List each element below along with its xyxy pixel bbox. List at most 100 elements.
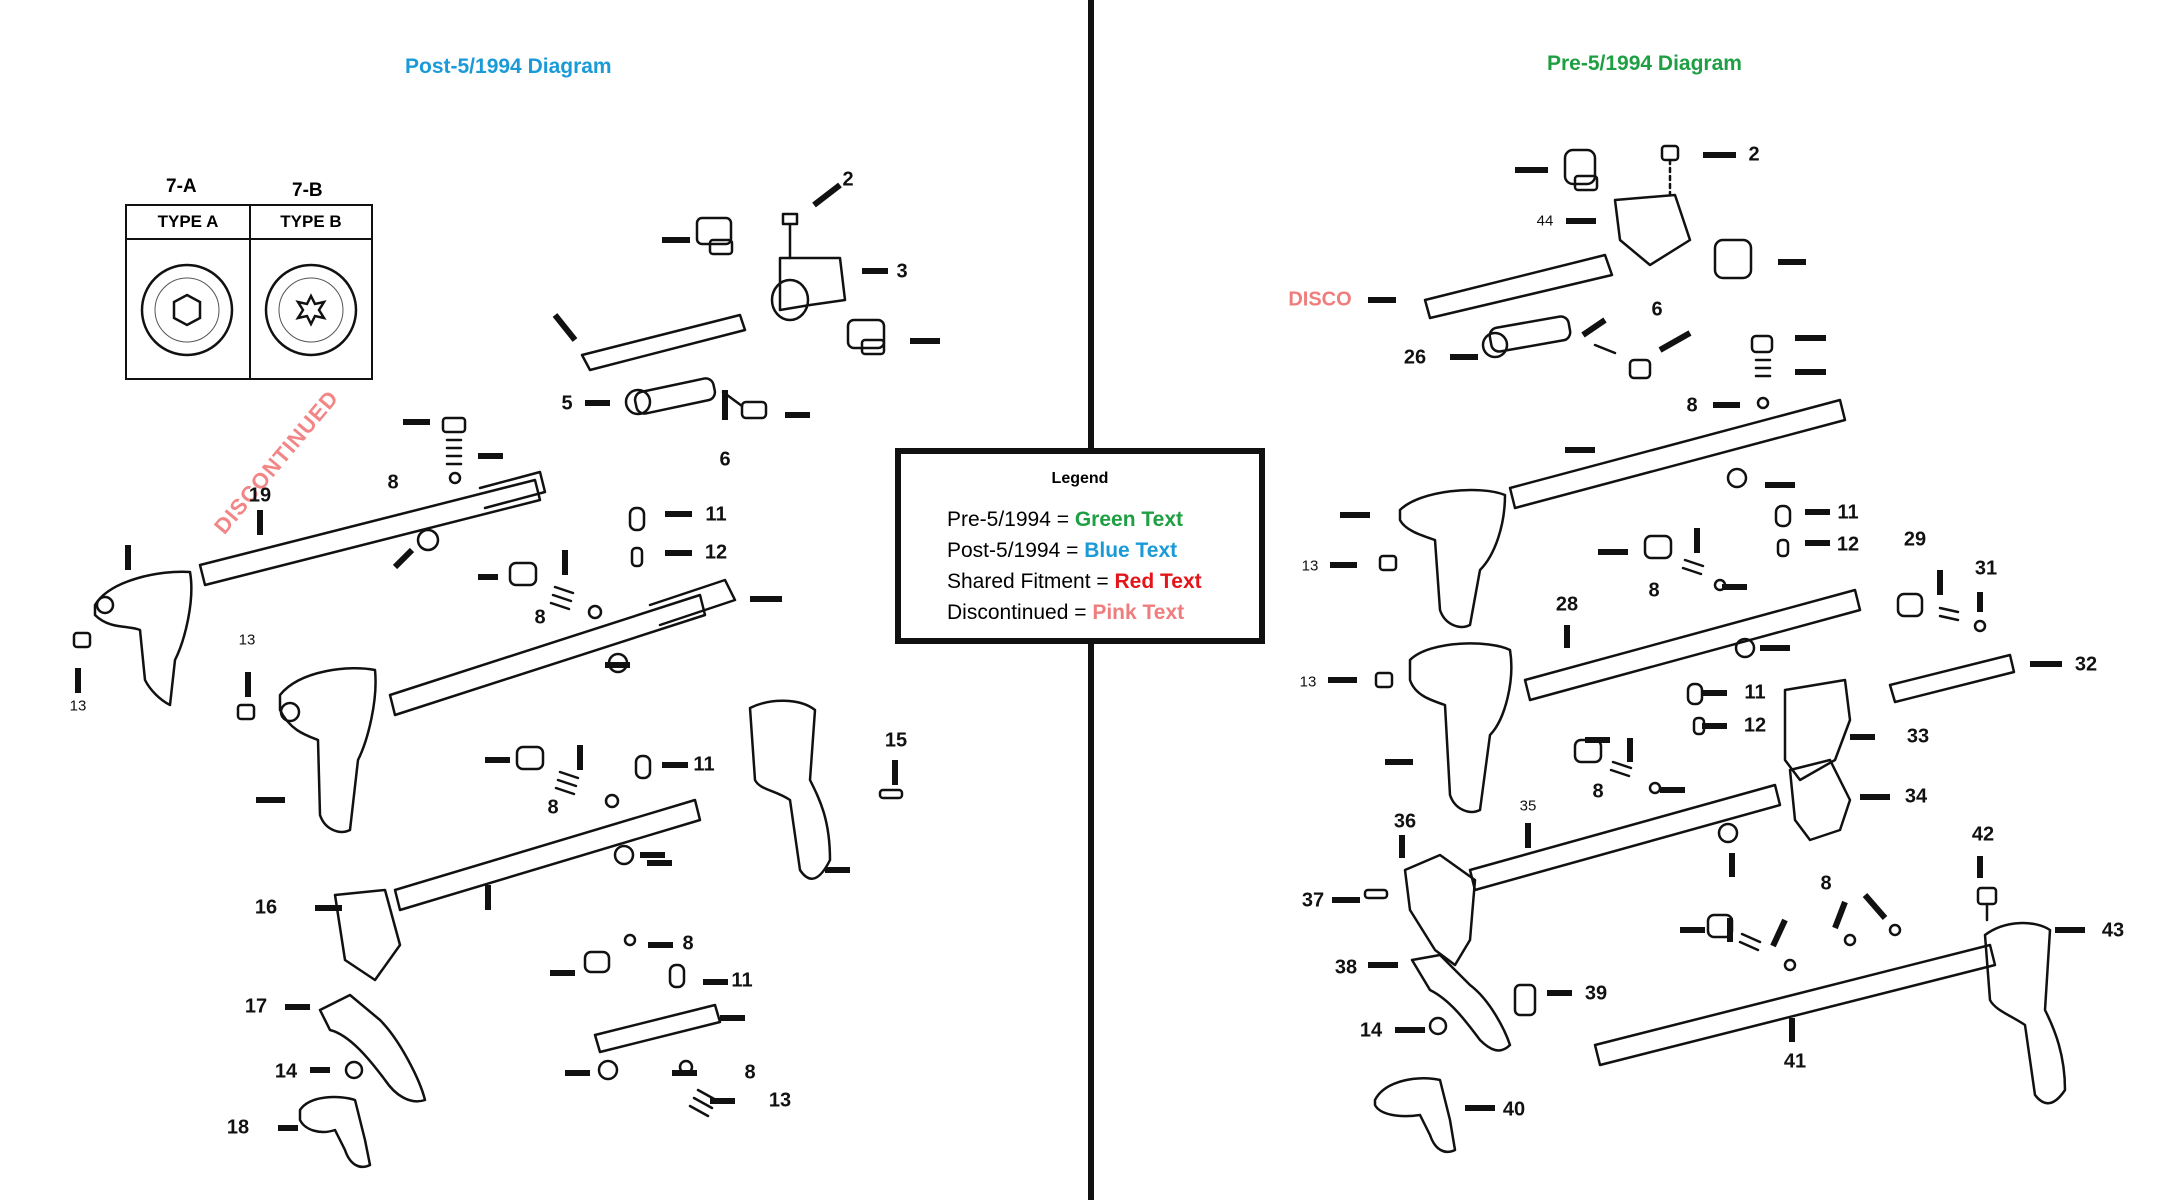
bolt-13 [236,703,256,721]
shift-lever-18 [298,1095,372,1169]
pin-15 [878,788,904,800]
callout-right-34: 34 [1904,785,1928,808]
shift-shaft [1423,253,1614,320]
legend-row-pre-prefix: Pre-5/1994 = [947,508,1075,531]
pin-11 [628,506,646,532]
callout-right-26: 26 [1403,346,1427,369]
pin-39 [1513,983,1537,1017]
shift-block-16 [333,888,402,982]
ball [623,933,637,947]
pin-11 [668,963,686,989]
callout-right-2: 2 [1748,143,1760,166]
shift-shaft [393,798,702,912]
ball [1843,933,1857,947]
ring [1726,467,1748,489]
hex-plug-icon [140,263,234,357]
shaft-32 [1888,653,2016,704]
legend-row-shared-prefix: Shared Fitment = [947,570,1115,593]
callout-left-13a: 13 [238,631,256,649]
shift-fork [1398,488,1507,629]
callout-right-31: 31 [1974,557,1998,580]
callout-right-42: 42 [1971,823,1995,846]
pin-11 [1774,504,1792,528]
bolt-13 [1378,554,1398,572]
shift-lever-38 [1410,953,1512,1052]
callout-right-36: 36 [1393,810,1417,833]
callout-left-19: 19 [248,484,272,507]
ring [344,1060,364,1080]
shift-shaft [580,313,747,372]
callout-left-12: 12 [704,541,728,564]
pin-37 [1363,888,1389,900]
bolt-part [1628,358,1652,380]
spring-part [1593,343,1617,355]
legend-row-pre: Pre-5/1994 = Green Text [947,508,1183,532]
plug-part [583,950,611,974]
callout-left-14: 14 [274,1060,298,1083]
legend-row-post-prefix: Post-5/1994 = [947,539,1085,562]
plug-part [508,561,538,587]
shift-shaft-short [593,1003,722,1054]
callout-right-39: 39 [1584,982,1608,1005]
block-34 [1788,758,1852,842]
legend-box: Legend Pre-5/1994 = Green Text Post-5/19… [895,448,1265,644]
callout-right-32: 32 [2074,653,2098,676]
ball [604,793,620,809]
ring [597,1059,619,1081]
plug-part [695,216,734,256]
spring-part [549,585,575,611]
bolt-13 [72,631,92,649]
callout-right-8d: 8 [1820,872,1832,895]
type-a-cell: TYPE A [127,206,251,378]
block-36 [1403,853,1477,967]
legend-row-shared-value: Red Text [1114,570,1202,593]
shift-shaft [1508,398,1847,510]
callout-left-3: 3 [896,260,908,283]
plug-part [846,318,886,356]
block-44 [1613,193,1692,267]
callout-right-13b: 13 [1299,673,1317,691]
type-b-code: 7-B [292,180,323,201]
callout-right-33: 33 [1906,725,1930,748]
shift-fork [93,570,193,707]
pin-12 [630,546,644,568]
callout-left-15: 15 [884,729,908,752]
callout-left-13b: 13 [69,697,87,715]
type-a-header: TYPE A [127,206,249,240]
shift-fork [278,667,377,834]
shift-fork [1408,642,1513,814]
callout-right-8c: 8 [1592,780,1604,803]
callout-right-8b: 8 [1648,579,1660,602]
ball [1783,958,1797,972]
callout-right-43: 43 [2101,919,2125,942]
shaft-26 [1481,315,1572,359]
type-b-header: TYPE B [251,206,371,240]
callout-right-12b: 12 [1743,714,1767,737]
post-diagram-title: Post-5/1994 Diagram [405,55,612,78]
pin-11 [634,754,652,780]
shift-shaft-28 [1523,588,1862,702]
ball [587,604,603,620]
callout-left-13c: 13 [768,1089,792,1112]
plug-part [1643,534,1673,560]
spring-part [1938,606,1960,622]
ring [1428,1016,1448,1036]
shift-lever-17 [318,993,427,1103]
spring-part [1738,932,1762,952]
spring-part [1609,760,1633,778]
legend-row-discontinued-value: Pink Text [1092,601,1185,624]
ring [1734,637,1756,659]
type-table: TYPE A TYPE B DISCONTINUED [125,204,373,539]
callout-left-11b: 11 [693,753,715,776]
ring [416,528,440,552]
callout-right-8a: 8 [1686,394,1698,417]
spring-part [554,770,580,796]
bolt-42 [1976,886,1998,922]
callout-left-8c: 8 [547,796,559,819]
shift-shaft [388,578,737,717]
plug-part [1713,238,1753,280]
block-33 [1783,678,1852,782]
legend-title: Legend [1051,470,1109,487]
legend-row-pre-value: Green Text [1074,508,1183,531]
